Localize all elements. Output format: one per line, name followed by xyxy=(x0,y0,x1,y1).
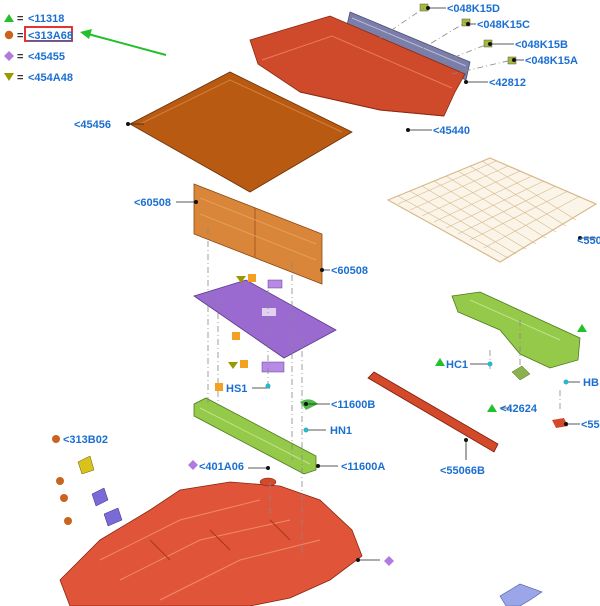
label-hc1[interactable]: HC1 xyxy=(446,359,468,371)
load-floor-panel[interactable] xyxy=(129,71,353,193)
legend-code-link[interactable]: <313A68 xyxy=(28,30,73,42)
orange-circle-icon xyxy=(56,477,64,485)
grommet[interactable] xyxy=(259,477,277,487)
legend-code: <11318 xyxy=(28,13,64,25)
orange-circle-icon xyxy=(64,517,72,525)
legend-equals: = xyxy=(17,13,23,25)
label-048k15b[interactable]: <048K15B xyxy=(515,39,568,51)
floor-pan[interactable] xyxy=(59,481,363,606)
direction-arrow-icon xyxy=(499,583,543,606)
label-hs1[interactable]: HS1 xyxy=(226,383,247,395)
legend-equals: = xyxy=(17,30,23,42)
part-labels: <048K15D <048K15C <048K15B <048K15A <428… xyxy=(63,3,600,477)
legend-code: <454A48 xyxy=(28,72,73,84)
label-048k15d[interactable]: <048K15D xyxy=(447,3,500,15)
legend-item-313a68[interactable]: = <313A68 xyxy=(4,26,73,42)
crossbar-strut[interactable] xyxy=(367,371,499,453)
label-42812[interactable]: <42812 xyxy=(489,77,526,89)
label-55066b[interactable]: <55066B xyxy=(440,465,485,477)
cargo-net[interactable] xyxy=(386,157,598,263)
label-42624[interactable]: <42624 xyxy=(500,403,538,415)
label-45440[interactable]: <45440 xyxy=(433,125,470,137)
purple-bracket[interactable] xyxy=(267,279,283,289)
rear-seat-back-panel[interactable] xyxy=(193,183,323,285)
green-triangle-icon xyxy=(487,404,497,412)
green-triangle-icon xyxy=(577,324,587,332)
red-cap[interactable] xyxy=(552,418,568,428)
label-313b02[interactable]: <313B02 xyxy=(63,434,108,446)
highlight-box xyxy=(24,26,73,42)
label-048k15a[interactable]: <048K15A xyxy=(525,55,578,67)
purple-diamond-icon xyxy=(384,556,394,566)
seat-crossmember[interactable] xyxy=(193,397,317,475)
label-60508-lower[interactable]: <60508 xyxy=(331,265,368,277)
orange-circle-icon xyxy=(52,435,60,443)
yellow-clip[interactable] xyxy=(77,455,95,475)
label-hn1[interactable]: HN1 xyxy=(330,425,352,437)
legend-equals: = xyxy=(17,72,23,84)
clip-048k15b[interactable] xyxy=(483,39,493,48)
olive-triangle-down-icon xyxy=(236,276,246,283)
label-401a06[interactable]: <401A06 xyxy=(199,461,244,473)
label-11600b[interactable]: <11600B xyxy=(331,399,375,411)
purple-diamond-icon xyxy=(4,51,14,61)
legend: = <11318 = <313A68 = <45455 = <454A48 xyxy=(4,13,73,84)
orange-circle-icon xyxy=(60,494,68,502)
cargo-cover[interactable] xyxy=(249,15,466,117)
orange-square-icon xyxy=(248,274,256,282)
legend-item-454a48[interactable]: = <454A48 xyxy=(4,72,73,84)
label-45456[interactable]: <45456 xyxy=(74,119,111,131)
markers xyxy=(52,274,587,566)
orange-square-icon xyxy=(240,360,248,368)
purple-bracket-lower[interactable] xyxy=(261,361,285,373)
green-triangle-icon xyxy=(435,358,445,366)
label-60508-upper[interactable]: <60508 xyxy=(134,197,171,209)
legend-code: <45455 xyxy=(28,51,65,63)
orange-square-icon xyxy=(232,332,240,340)
label-550[interactable]: <550 xyxy=(577,235,600,247)
olive-triangle-down-icon xyxy=(228,362,238,369)
purple-trim-panel[interactable] xyxy=(193,279,337,359)
purple-clip[interactable] xyxy=(91,487,109,507)
orange-circle-icon xyxy=(4,30,14,40)
label-hb[interactable]: HB xyxy=(583,377,599,389)
side-bracket-green[interactable] xyxy=(451,291,581,369)
legend-item-45455[interactable]: = <45455 xyxy=(4,51,65,63)
clip-048k15c[interactable] xyxy=(461,18,471,27)
label-048k15c[interactable]: <048K15C xyxy=(477,19,530,31)
green-arrow-icon xyxy=(80,29,167,56)
legend-item-11318[interactable]: = <11318 xyxy=(4,13,64,25)
leader-lines xyxy=(126,6,596,562)
green-clip[interactable] xyxy=(300,399,318,410)
orange-square-icon xyxy=(215,383,223,391)
clip-048k15a[interactable] xyxy=(507,56,517,65)
purple-diamond-icon xyxy=(188,460,198,470)
bracket-clip[interactable] xyxy=(511,365,531,381)
purple-clip-2[interactable] xyxy=(103,507,123,527)
label-11600a[interactable]: <11600A xyxy=(341,461,385,473)
green-triangle-icon xyxy=(4,14,14,22)
label-55[interactable]: <55 xyxy=(581,419,600,431)
legend-equals: = xyxy=(17,51,23,63)
olive-triangle-down-icon xyxy=(4,73,14,81)
